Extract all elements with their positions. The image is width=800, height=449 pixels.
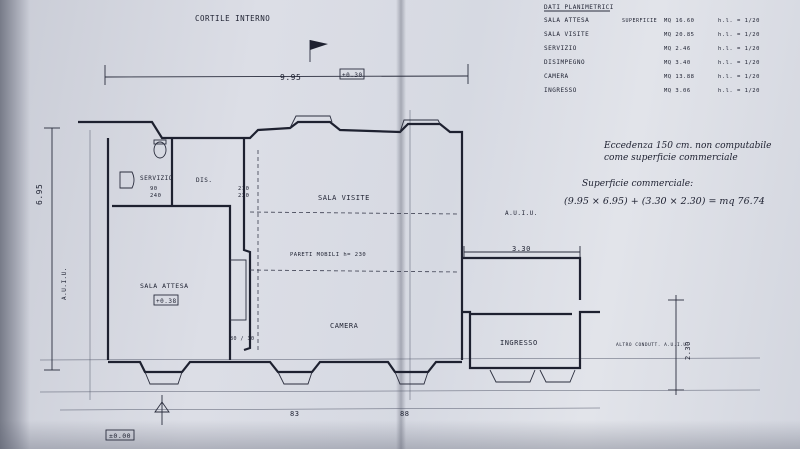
built-in-cabinet [229,259,247,321]
right-dimension-line [668,295,684,395]
paper-shadow [0,420,800,449]
bottom-mark-1: 83 [290,410,299,418]
svg-text:h.l. = 1/20: h.l. = 1/20 [718,74,760,80]
svg-text:MQ 3.40: MQ 3.40 [664,60,691,66]
bottom-mark-2: 88 [400,410,409,418]
partition-note: PARETI MOBILI h= 230 [290,252,366,258]
table-header-surface: SUPERFICIE [622,18,657,24]
sink-fixture-icon [119,171,135,189]
top-dimension-line [104,64,469,85]
sala-attesa-level: +0.38 [156,298,177,305]
ingresso-height: 2.30 [684,341,692,360]
svg-text:SALA VISITE: SALA VISITE [544,31,589,38]
courtyard-label: CORTILE INTERNO [195,14,270,23]
svg-text:MQ 13.88: MQ 13.88 [664,74,695,80]
top-offset: +0.30 [342,72,363,79]
table-row: INGRESSO MQ 3.06 h.l. = 1/20 [544,87,760,94]
room-camera: CAMERA [330,322,359,330]
ground-level-box [105,429,135,441]
svg-text:h.l. = 1/20: h.l. = 1/20 [718,18,760,24]
room-dis: DIS. [196,177,212,184]
table-row: SERVIZIO MQ 2.46 h.l. = 1/20 [544,45,760,52]
room-sala-visite: SALA VISITE [318,194,370,202]
svg-text:SERVIZIO: SERVIZIO [544,45,577,52]
svg-text:SALA ATTESA: SALA ATTESA [544,17,589,24]
svg-text:MQ 16.60: MQ 16.60 [664,18,695,24]
north-flag-icon [309,40,328,62]
left-dimension: 6.95 [35,184,44,205]
sheet-edge [0,0,30,449]
entrance-arrow-icon [154,395,170,425]
dis-height: 230 [238,193,249,199]
room-sala-attesa: SALA ATTESA [140,282,189,290]
table-row: SALA ATTESA MQ 16.60 h.l. = 1/20 [544,17,760,24]
svg-text:h.l. = 1/20: h.l. = 1/20 [718,88,760,94]
svg-text:CAMERA: CAMERA [544,73,569,80]
table-row: CAMERA MQ 13.88 h.l. = 1/20 [544,73,760,80]
svg-text:h.l. = 1/20: h.l. = 1/20 [718,60,760,66]
construction-lines [39,110,761,411]
wc-fixture-icon [153,139,167,159]
table-row: SALA VISITE MQ 20.85 h.l. = 1/20 [544,31,760,38]
ground-level: ±0.00 [109,432,131,440]
right-unit-label: A.U.I.U. [505,210,538,217]
left-depth-label: A.U.I.U. [61,267,68,300]
movable-partitions [249,150,461,350]
left-dimension-line [44,127,60,371]
note-excess-line2: come superficie commerciale [604,153,738,163]
building-walls [78,120,600,374]
note-formula: (9.95 × 6.95) + (3.30 × 2.30) = mq 76.74 [564,196,765,207]
window-sills [144,115,576,385]
paper-fold [396,0,406,449]
table-title: DATI PLANIMETRICI [544,4,614,11]
svg-text:INGRESSO: INGRESSO [544,87,577,94]
svg-text:h.l. = 1/20: h.l. = 1/20 [718,32,760,38]
svg-text:h.l. = 1/20: h.l. = 1/20 [718,46,760,52]
other-property-label: ALTRO CONDUTT. A.U.I.U. [616,342,690,348]
room-ingresso: INGRESSO [500,339,538,347]
note-excess-line1: Eccedenza 150 cm. non computabile [603,141,771,151]
ingresso-dimension-line [463,246,581,258]
room-servizio: SERVIZIO [140,175,173,182]
svg-text:MQ 20.85: MQ 20.85 [664,32,695,38]
svg-text:MQ 3.06: MQ 3.06 [664,88,691,94]
table-row: DISIMPEGNO MQ 3.40 h.l. = 1/20 [544,59,760,66]
dis-width: 210 [238,186,249,192]
pilaster-dims: 80 / 30 [230,336,255,342]
svg-text:MQ 2.46: MQ 2.46 [664,46,691,52]
servizio-width: 90 [150,186,158,192]
note-surface-title: Superficie commerciale: [582,179,693,189]
top-dimension: 9.95 [280,73,301,82]
svg-text:DISIMPEGNO: DISIMPEGNO [544,59,585,66]
servizio-height: 240 [150,193,161,199]
level-box [153,294,179,306]
ingresso-width: 3.30 [512,245,531,253]
